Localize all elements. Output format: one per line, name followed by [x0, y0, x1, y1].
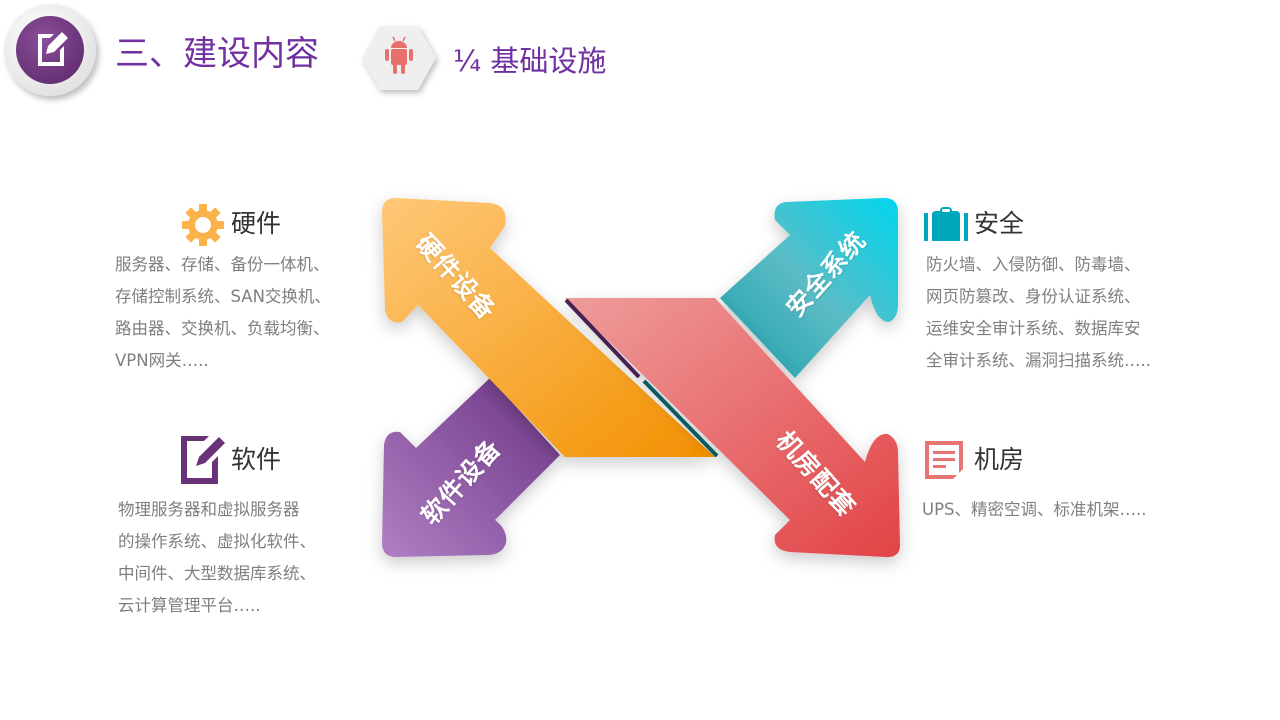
arrow-software — [382, 378, 560, 557]
text-line: 路由器、交换机、负载均衡、 — [115, 319, 330, 338]
text-line: UPS、精密空调、标准机架….. — [922, 500, 1147, 519]
text-line: VPN网关….. — [115, 351, 209, 370]
divider-line — [564, 298, 641, 379]
text-line: 存储控制系统、SAN交换机、 — [115, 287, 331, 306]
section-badge — [4, 4, 96, 96]
gear-icon — [181, 203, 225, 251]
hardware-title: 硬件 — [231, 209, 282, 238]
text-line: 云计算管理平台….. — [118, 596, 261, 615]
page-title: 三、建设内容 — [115, 34, 319, 74]
room-description: UPS、精密空调、标准机架….. — [922, 494, 1147, 526]
section-hexagon — [360, 24, 438, 92]
arrow-room — [565, 298, 900, 558]
divider-line — [642, 379, 719, 458]
security-title: 安全 — [974, 209, 1025, 238]
room-title: 机房 — [974, 445, 1025, 474]
edit-document-icon — [181, 434, 227, 488]
text-line: 的操作系统、虚拟化软件、 — [118, 532, 316, 551]
text-line: 服务器、存储、备份一体机、 — [115, 255, 330, 274]
text-line: 全审计系统、漏洞扫描系统….. — [926, 351, 1151, 370]
hardware-description: 服务器、存储、备份一体机、 存储控制系统、SAN交换机、 路由器、交换机、负载均… — [115, 249, 331, 377]
arrow-security — [720, 198, 898, 378]
text-line: 网页防篡改、身份认证系统、 — [926, 287, 1141, 306]
text-line: 物理服务器和虚拟服务器 — [118, 500, 300, 519]
edit-document-icon — [16, 16, 84, 84]
software-title: 软件 — [231, 445, 282, 474]
text-line: 防火墙、入侵防御、防毒墙、 — [926, 255, 1141, 274]
arrow-hardware — [382, 198, 715, 457]
section-subtitle: ¼ 基础设施 — [453, 44, 607, 78]
briefcase-icon — [924, 207, 968, 247]
document-list-icon — [925, 441, 963, 483]
android-icon — [385, 36, 413, 74]
software-description: 物理服务器和虚拟服务器 的操作系统、虚拟化软件、 中间件、大型数据库系统、 云计… — [118, 494, 316, 622]
security-description: 防火墙、入侵防御、防毒墙、 网页防篡改、身份认证系统、 运维安全审计系统、数据库… — [926, 249, 1151, 377]
text-line: 中间件、大型数据库系统、 — [118, 564, 316, 583]
text-line: 运维安全审计系统、数据库安 — [926, 319, 1141, 338]
